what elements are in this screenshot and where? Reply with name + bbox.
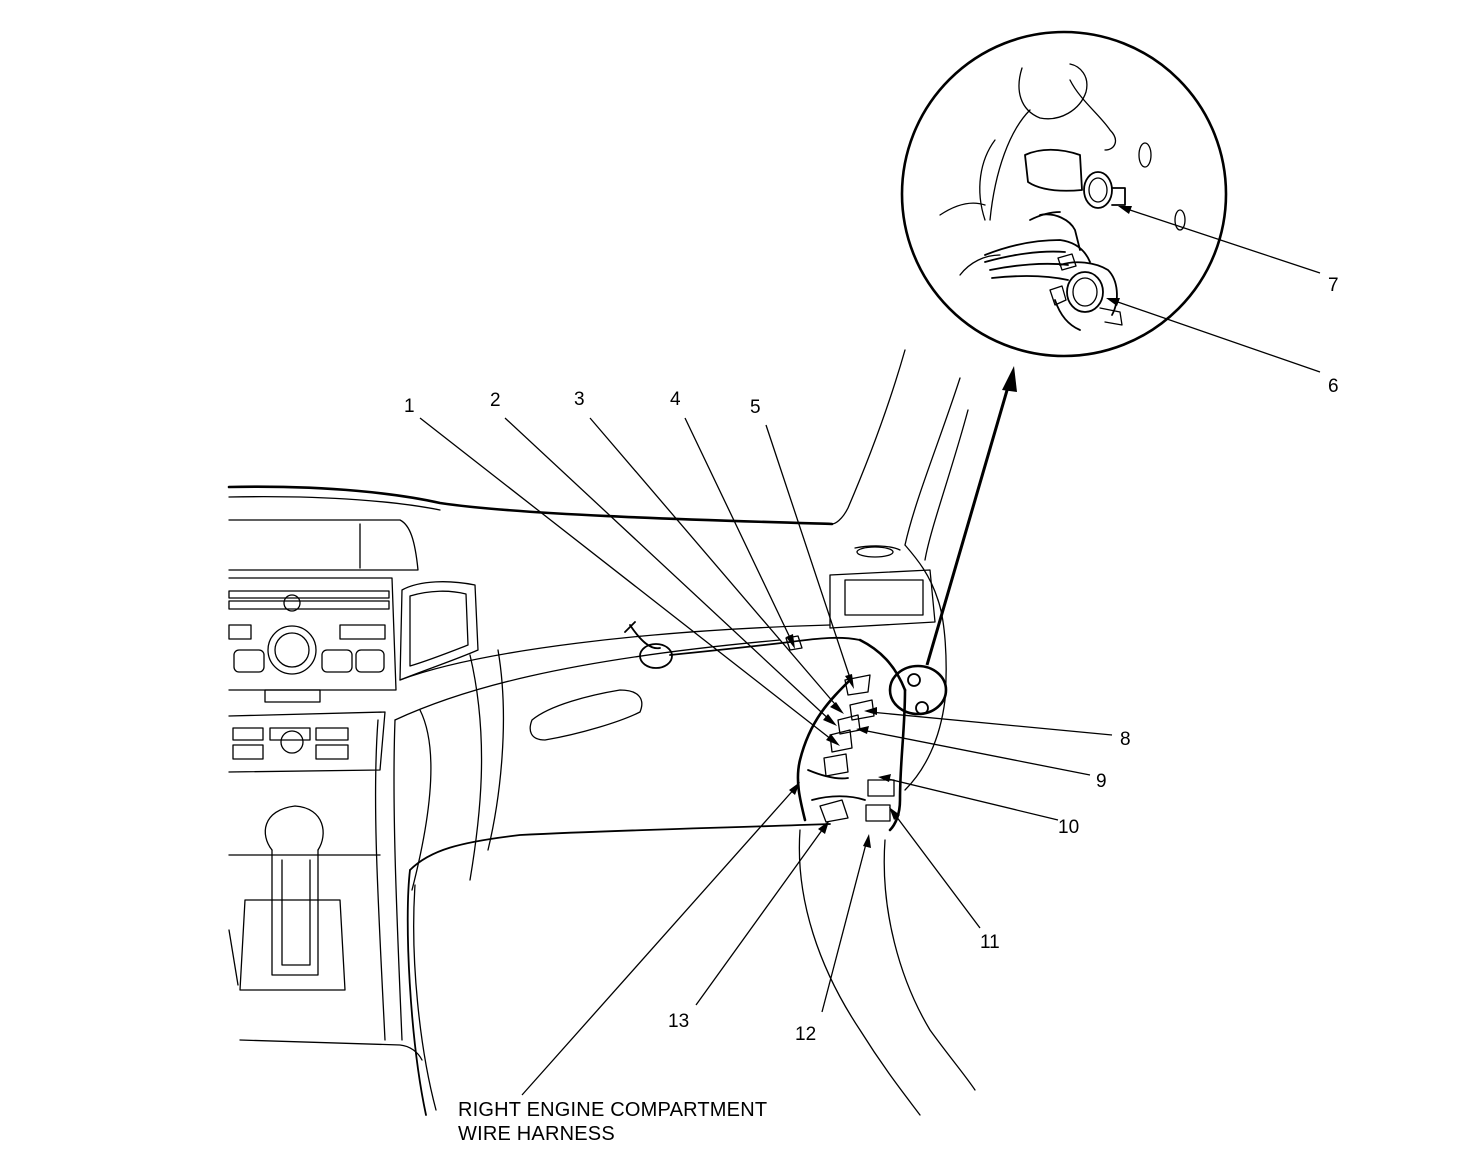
leader-line-12	[821, 834, 871, 1013]
leader-line-11	[889, 807, 981, 929]
leader-line-1	[419, 417, 840, 746]
leader-line-10	[878, 774, 1059, 821]
callout-10: 10	[1058, 817, 1079, 838]
callout-11: 11	[980, 932, 1000, 953]
harness-label-line1: RIGHT ENGINE COMPARTMENT	[458, 1099, 768, 1121]
callout-7: 7	[1328, 275, 1339, 296]
callout-1: 1	[404, 396, 415, 417]
callout-6: 6	[1328, 376, 1339, 397]
leader-line-4	[684, 417, 795, 649]
harness-label-line2: WIRE HARNESS	[458, 1123, 615, 1145]
callout-4: 4	[670, 389, 681, 410]
leader-line-7	[1118, 206, 1321, 274]
leader-line-harness	[521, 782, 800, 1096]
inset-detail	[900, 30, 1228, 358]
callout-2: 2	[490, 390, 501, 411]
leader-line-13	[695, 821, 829, 1006]
callout-8: 8	[1120, 729, 1131, 750]
leader-line-8	[864, 707, 1113, 736]
callout-numbers: 1 2 3 4 5 6 7 8 9 10 11 12 13	[404, 275, 1339, 1045]
leader-line-5	[765, 424, 854, 689]
callout-9: 9	[1096, 771, 1107, 792]
callout-12: 12	[795, 1024, 816, 1045]
leader-line-9	[856, 726, 1091, 776]
leader-line-6	[1106, 298, 1321, 373]
leader-line-2	[504, 417, 837, 726]
dashboard-line-art	[227, 349, 976, 1116]
callout-13: 13	[668, 1011, 689, 1032]
callout-3: 3	[574, 389, 585, 410]
inset-pointer-arrow	[925, 366, 1017, 666]
leader-line-3	[589, 417, 844, 714]
harness-label: RIGHT ENGINE COMPARTMENT WIRE HARNESS	[458, 1098, 767, 1146]
leader-lines	[419, 206, 1321, 1096]
callout-5: 5	[750, 397, 761, 418]
